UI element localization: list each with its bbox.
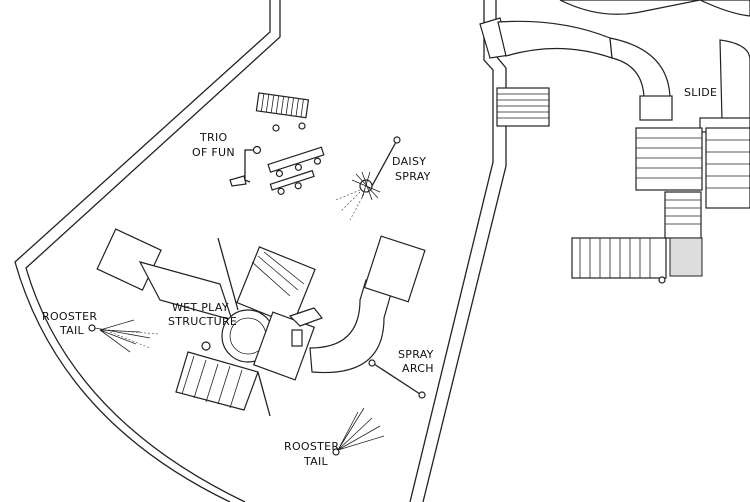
- label-daisy-line1: DAISY: [392, 155, 426, 168]
- label-rooster-left-line2: TAIL: [59, 324, 85, 337]
- label-rooster-left-line1: ROOSTER: [42, 310, 97, 323]
- slide-structure: [479, 0, 750, 284]
- label-spray-arch-line1: SPRAY: [398, 348, 434, 361]
- labels: SLIDE TRIO OF FUN DAISY SPRAY WET PLAY S…: [42, 86, 717, 468]
- label-wet-line1: WET PLAY: [172, 301, 229, 314]
- label-rooster-bottom-line2: TAIL: [303, 455, 329, 468]
- label-wet-line2: STRUCTURE: [168, 315, 237, 328]
- entry-steps: [496, 87, 550, 127]
- label-trio-line1: TRIO: [199, 131, 228, 144]
- rooster-tail-bottom: [332, 407, 385, 456]
- daisy-spray-equipment: [335, 136, 401, 221]
- spray-arch-equipment: [368, 359, 426, 399]
- trio-of-fun-equipment: [229, 92, 325, 195]
- rooster-tail-left: [88, 319, 159, 353]
- label-rooster-bottom-line1: ROOSTER: [284, 440, 339, 453]
- label-spray-arch-line2: ARCH: [402, 362, 434, 375]
- label-daisy-line2: SPRAY: [395, 170, 431, 183]
- wet-play-structure: [96, 228, 426, 417]
- label-slide: SLIDE: [684, 86, 717, 99]
- label-trio-line2: OF FUN: [192, 146, 235, 159]
